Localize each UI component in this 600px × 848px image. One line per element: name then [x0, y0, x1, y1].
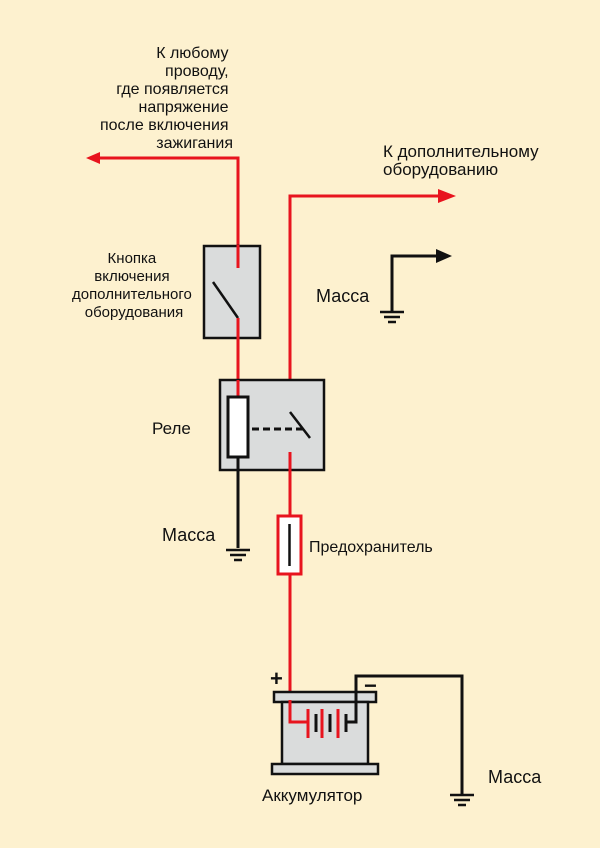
battery-ground [450, 793, 474, 807]
accessory-label: К дополнительному оборудованию [383, 142, 543, 179]
accessory-output-wire [288, 189, 456, 412]
ground-symbol-icon [450, 793, 474, 807]
accessory-ground-arrow-icon [436, 249, 452, 263]
ground-symbol-icon [226, 548, 250, 562]
relay-ground [226, 548, 250, 562]
relay [218, 378, 326, 548]
battery: + − [270, 666, 464, 795]
battery-plus-sign: + [270, 666, 283, 691]
fuse [276, 470, 303, 700]
ignition-wire-label: К любому проводу, где появляется напряже… [100, 45, 233, 152]
battery-minus-sign: − [364, 673, 377, 698]
ground-symbol-icon [380, 310, 404, 324]
fuse-label: Предохранитель [309, 539, 433, 556]
relay-coil-icon [226, 395, 250, 459]
ignition-arrow-icon [86, 152, 100, 164]
accessory-arrow-icon [438, 189, 456, 203]
battery-label: Аккумулятор [262, 786, 362, 805]
relay-label: Реле [152, 419, 191, 438]
button-label: Кнопка включения дополнительного оборудо… [72, 250, 196, 321]
battery-ground-label: Масса [488, 767, 542, 787]
relay-contact-icon [289, 411, 311, 439]
ignition-feed-wire [86, 152, 240, 268]
accessory-ground-label: Масса [316, 286, 370, 306]
accessory-ground [380, 249, 452, 324]
relay-ground-label: Масса [162, 525, 216, 545]
switch-contact-icon [211, 281, 240, 319]
accessory-button [202, 244, 262, 380]
